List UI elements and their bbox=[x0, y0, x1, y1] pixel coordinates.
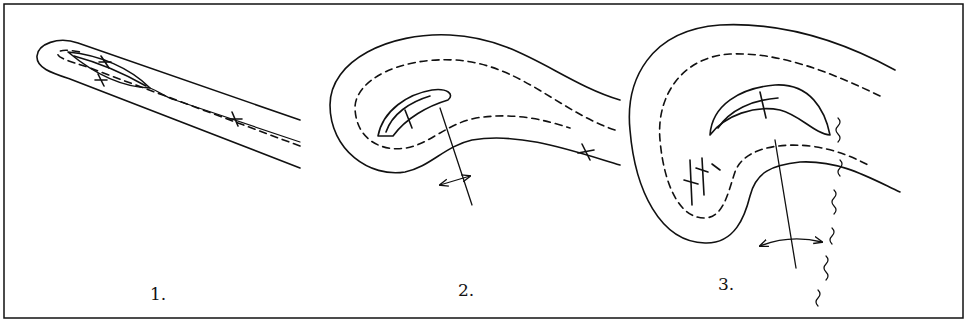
frame bbox=[4, 4, 963, 318]
stage-one-fold bbox=[37, 40, 300, 168]
stage-number: 1. bbox=[150, 286, 166, 303]
stage-two-fold bbox=[330, 35, 620, 205]
stage-number: 3. bbox=[718, 276, 734, 293]
stage-three-fold bbox=[629, 25, 900, 306]
stage-number: 2. bbox=[458, 282, 474, 299]
